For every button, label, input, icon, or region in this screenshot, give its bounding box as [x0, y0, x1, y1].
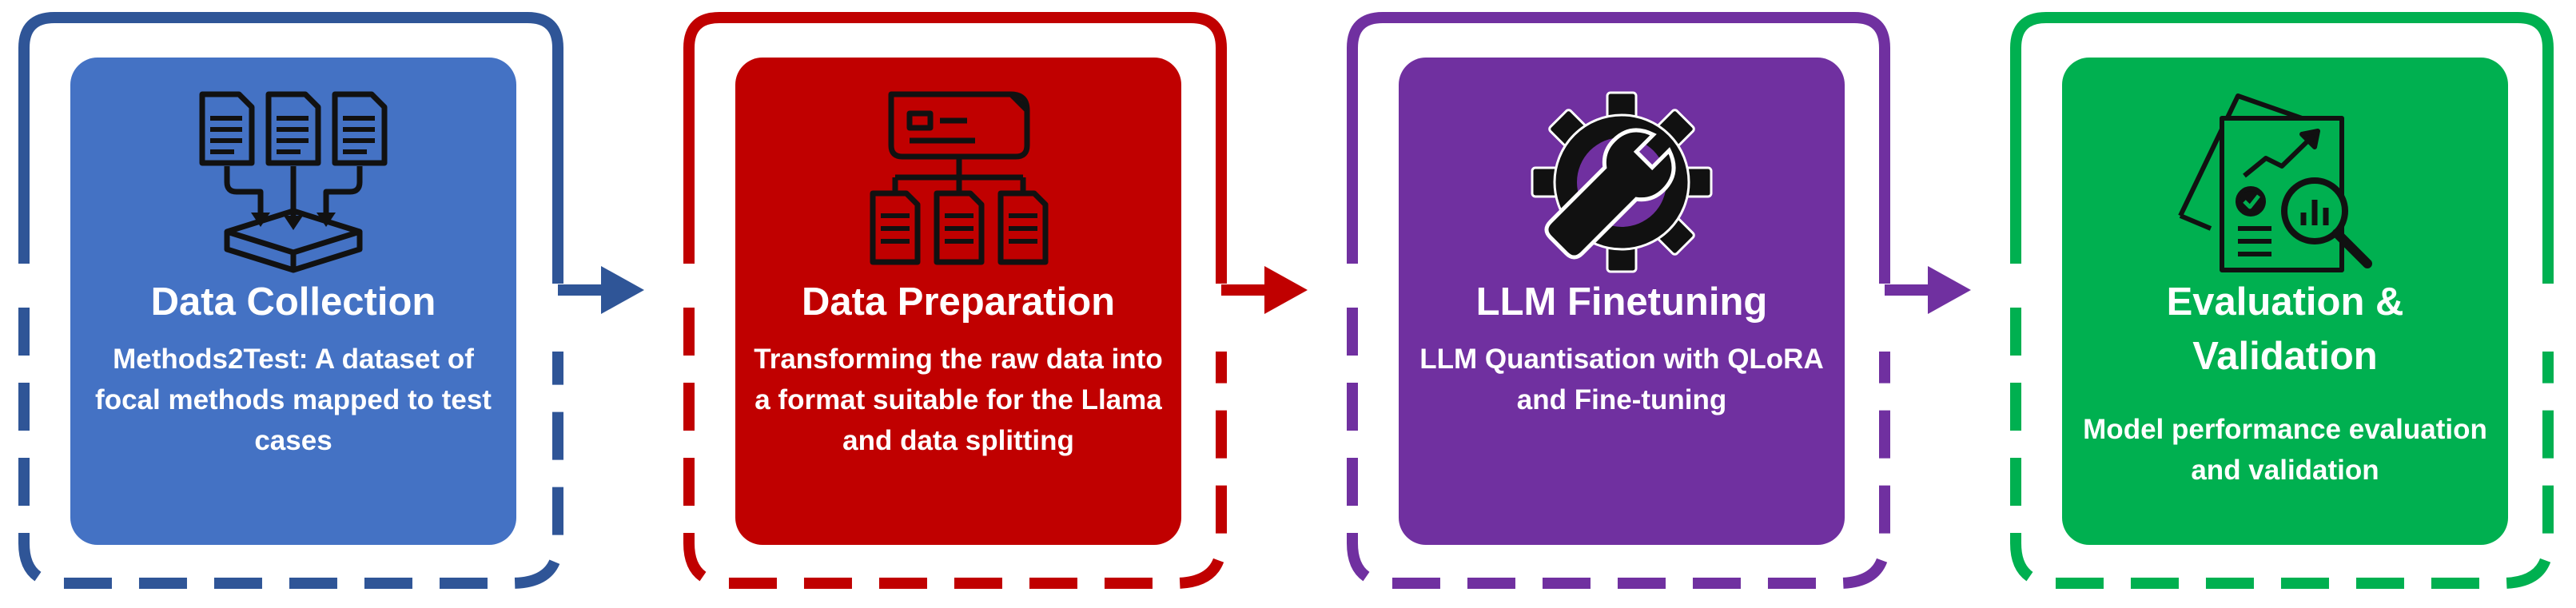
stage-description: Methods2Test: A dataset of focal methods… [95, 344, 492, 456]
stage-description: Model performance evaluation and validat… [2083, 414, 2487, 486]
arrow-1 [558, 266, 644, 314]
frame-evaluation-validation [2010, 12, 2554, 589]
stage-data-collection: Data Collection Methods2Test: A dataset … [70, 58, 516, 545]
stage-title: Data Collection [150, 280, 436, 324]
frame-llm-finetuning [1347, 12, 1890, 589]
stage-title: Evaluation & Validation [2070, 275, 2500, 383]
stage-title-line-1: Evaluation & [2166, 280, 2404, 324]
stage-llm-finetuning: LLM Finetuning LLM Quantisation with QLo… [1399, 58, 1845, 545]
document-split-hierarchy-icon [870, 91, 1049, 265]
frame-data-preparation [683, 12, 1227, 589]
frame-data-collection [18, 12, 563, 589]
arrow-3 [1885, 266, 1971, 314]
stage-title: Data Preparation [801, 280, 1116, 324]
arrow-2 [1221, 266, 1308, 314]
stage-description: LLM Quantisation with QLoRA and Fine-tun… [1419, 344, 1824, 415]
gear-wrench-icon [1531, 91, 1713, 273]
stage-data-preparation: Data Preparation Transforming the raw da… [735, 58, 1181, 545]
stage-title: LLM Finetuning [1475, 280, 1768, 324]
stage-evaluation-validation: Evaluation & Validation Model performanc… [2062, 58, 2508, 545]
stage-description: Transforming the raw data into a format … [754, 344, 1163, 456]
report-magnifier-icon [2178, 93, 2372, 272]
documents-into-tray-icon [199, 91, 388, 273]
stage-title-line-2: Validation [2192, 335, 2378, 378]
